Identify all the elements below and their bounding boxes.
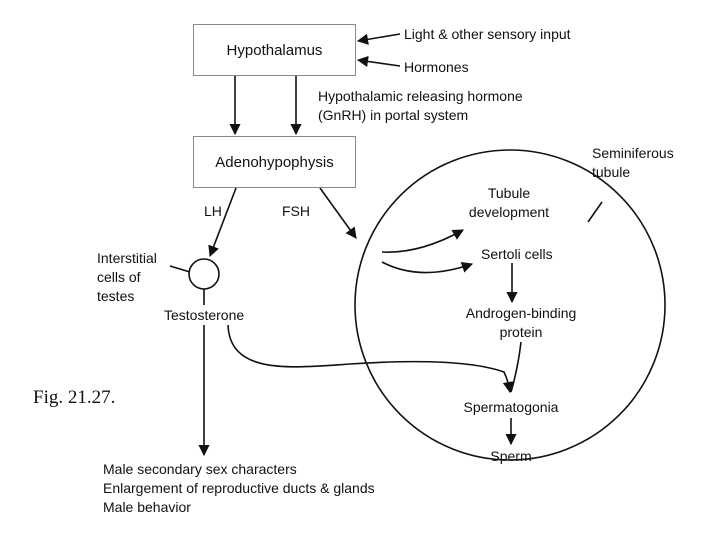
fsh-to-sertoli-curve [381, 261, 474, 274]
abp-label-line2: protein [499, 324, 543, 340]
interstitial-label-line1: Interstitial [97, 250, 157, 266]
effects-line2: Enlargement of reproductive ducts & glan… [103, 480, 375, 496]
lh-arrow [208, 187, 237, 258]
effects-line3: Male behavior [103, 499, 191, 515]
sertoli-cells-label: Sertoli cells [481, 246, 553, 262]
seminiferous-tubule-circle [354, 149, 666, 461]
testosterone-label: Testosterone [164, 307, 245, 323]
tubule-pointer [587, 201, 603, 223]
hormones-input-arrow [356, 55, 401, 67]
tubule-development-line2: development [468, 204, 550, 220]
spermatogonia-label: Spermatogonia [463, 399, 559, 415]
fsh-label: FSH [282, 203, 310, 219]
releasing-hormone-line2: (GnRH) in portal system [318, 107, 469, 123]
effects-line1: Male secondary sex characters [103, 461, 297, 477]
fsh-arrow [319, 187, 357, 239]
abp-to-spermatogonia-curve [510, 341, 522, 393]
adenohypophysis-label: Adenohypophysis [215, 153, 334, 171]
interstitial-label-line3: testes [97, 288, 135, 304]
fsh-to-development-curve [381, 229, 464, 253]
interstitial-cell-circle [188, 258, 220, 290]
light-input-arrow [356, 33, 401, 45]
light-input-label: Light & other sensory input [404, 26, 571, 42]
tubule-title-line1: Seminiferous [592, 145, 674, 161]
hormones-input-label: Hormones [404, 59, 469, 75]
interstitial-label-line2: cells of [97, 269, 141, 285]
adenohypophysis-box: Adenohypophysis [193, 136, 356, 188]
lh-label: LH [204, 203, 222, 219]
tubule-development-line1: Tubule [487, 185, 531, 201]
releasing-hormone-line1: Hypothalamic releasing hormone [318, 88, 523, 104]
sperm-label: Sperm [490, 448, 532, 464]
tubule-title-line2: tubule [592, 164, 631, 180]
interstitial-pointer [169, 265, 191, 273]
hypothalamus-box: Hypothalamus [193, 24, 356, 76]
abp-label-line1: Androgen-binding [465, 305, 577, 321]
hypothalamus-label: Hypothalamus [226, 41, 323, 59]
testosterone-to-spermatogonia-curve [227, 324, 514, 394]
figure-label: Fig. 21.27. [33, 387, 116, 408]
